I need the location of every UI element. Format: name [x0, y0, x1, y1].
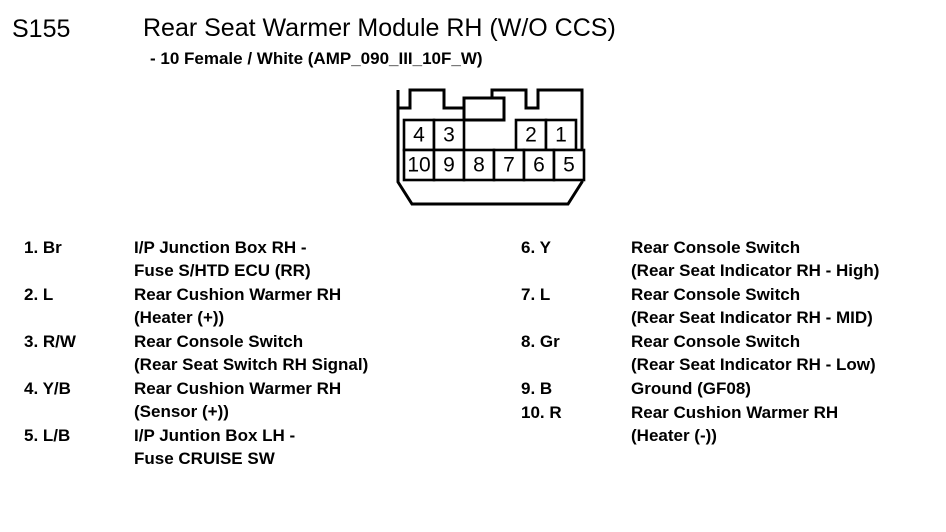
pin-entry-description: Rear Cushion Warmer RH (Sensor (+)): [134, 377, 488, 423]
pin-entry-6: 6. Y Rear Console Switch (Rear Seat Indi…: [518, 236, 946, 282]
pin-cell-1: [544, 118, 578, 152]
pin-desc-line: (Rear Seat Switch RH Signal): [134, 355, 369, 374]
pin-desc-line: Fuse S/HTD ECU (RR): [134, 261, 311, 280]
diagram-header: S155 Rear Seat Warmer Module RH (W/O CCS…: [0, 0, 946, 88]
module-title: Rear Seat Warmer Module RH (W/O CCS): [143, 14, 616, 42]
pin-entry-1: 1. Br I/P Junction Box RH - Fuse S/HTD E…: [18, 236, 488, 282]
pin-entry-label: 5. L/B: [24, 426, 71, 445]
pin-number-2: 2: [525, 124, 537, 147]
pin-number-7: 7: [503, 154, 515, 177]
pin-desc-line: Rear Console Switch: [631, 238, 801, 257]
pinout-column-left: 1. Br I/P Junction Box RH - Fuse S/HTD E…: [18, 236, 488, 471]
pin-desc-line: (Heater (+)): [134, 308, 225, 327]
pin-entry-description: Rear Console Switch (Rear Seat Indicator…: [631, 236, 946, 282]
pin-entry-label: 10. R: [521, 403, 562, 422]
pin-desc-line: Rear Console Switch: [134, 332, 304, 351]
connector-svg: 4 3 2 1 10 9 8 7 6 5: [396, 88, 586, 206]
pin-cell-5: [552, 148, 586, 182]
pin-entry-8: 8. Gr Rear Console Switch (Rear Seat Ind…: [518, 330, 946, 376]
pin-entry-description: Rear Cushion Warmer RH (Heater (-)): [631, 401, 946, 447]
pin-entry-description: I/P Junction Box RH - Fuse S/HTD ECU (RR…: [134, 236, 488, 282]
pin-number-4: 4: [413, 124, 425, 147]
module-subtitle: - 10 Female / White (AMP_090_III_10F_W): [150, 49, 483, 68]
pin-number-8: 8: [473, 154, 485, 177]
title-block: Rear Seat Warmer Module RH (W/O CCS) - 1…: [143, 13, 616, 69]
pin-number-1: 1: [555, 124, 567, 147]
pin-entry-10: 10. R Rear Cushion Warmer RH (Heater (-)…: [518, 401, 946, 447]
connector-id-label: S155: [12, 15, 71, 43]
pin-desc-line: I/P Junction Box RH -: [134, 238, 307, 257]
pin-entry-5: 5. L/B I/P Juntion Box LH - Fuse CRUISE …: [18, 424, 488, 470]
pin-desc-line: Rear Cushion Warmer RH: [134, 379, 342, 398]
pin-desc-line: (Heater (-)): [631, 426, 717, 445]
pin-entry-description: I/P Juntion Box LH - Fuse CRUISE SW: [134, 424, 488, 470]
pin-entry-2: 2. L Rear Cushion Warmer RH (Heater (+)): [18, 283, 488, 329]
pin-entry-description: Rear Cushion Warmer RH (Heater (+)): [134, 283, 488, 329]
pin-desc-line: (Rear Seat Indicator RH - Low): [631, 355, 876, 374]
pin-number-3: 3: [443, 124, 455, 147]
pin-entry-label: 7. L: [521, 285, 551, 304]
pin-number-5: 5: [563, 154, 575, 177]
pin-entry-9: 9. B Ground (GF08): [518, 377, 946, 400]
pin-entry-description: Ground (GF08): [631, 377, 946, 400]
pin-desc-line: Rear Cushion Warmer RH: [134, 285, 342, 304]
pinout-lists: 1. Br I/P Junction Box RH - Fuse S/HTD E…: [0, 236, 946, 532]
pin-entry-4: 4. Y/B Rear Cushion Warmer RH (Sensor (+…: [18, 377, 488, 423]
pin-entry-label: 4. Y/B: [24, 379, 71, 398]
pin-desc-line: (Rear Seat Indicator RH - MID): [631, 308, 873, 327]
pin-entry-label: 8. Gr: [521, 332, 560, 351]
connector-center-tab: [462, 96, 506, 122]
pin-grid-bottom-row: 10 9 8 7 6 5: [402, 148, 586, 182]
pin-entry-label: 2. L: [24, 285, 54, 304]
pin-entry-description: Rear Console Switch (Rear Seat Indicator…: [631, 330, 946, 376]
pin-number-10: 10: [407, 154, 430, 177]
pin-desc-line: Ground (GF08): [631, 379, 751, 398]
pin-number-6: 6: [533, 154, 545, 177]
pin-entry-label: 6. Y: [521, 238, 551, 257]
pin-desc-line: Rear Cushion Warmer RH: [631, 403, 839, 422]
pin-entry-7: 7. L Rear Console Switch (Rear Seat Indi…: [518, 283, 946, 329]
pin-entry-label: 9. B: [521, 379, 553, 398]
pin-desc-line: Fuse CRUISE SW: [134, 449, 275, 468]
pin-number-9: 9: [443, 154, 455, 177]
pin-entry-3: 3. R/W Rear Console Switch (Rear Seat Sw…: [18, 330, 488, 376]
pin-desc-line: (Sensor (+)): [134, 402, 229, 421]
pin-desc-line: (Rear Seat Indicator RH - High): [631, 261, 880, 280]
pin-desc-line: Rear Console Switch: [631, 332, 801, 351]
pin-desc-line: Rear Console Switch: [631, 285, 801, 304]
pin-entry-label: 1. Br: [24, 238, 62, 257]
pin-desc-line: I/P Juntion Box LH -: [134, 426, 296, 445]
pin-entry-label: 3. R/W: [24, 332, 76, 351]
pin-entry-description: Rear Console Switch (Rear Seat Indicator…: [631, 283, 946, 329]
pinout-column-right: 6. Y Rear Console Switch (Rear Seat Indi…: [518, 236, 946, 448]
connector-diagram: 4 3 2 1 10 9 8 7 6 5: [390, 86, 590, 212]
pin-entry-description: Rear Console Switch (Rear Seat Switch RH…: [134, 330, 488, 376]
